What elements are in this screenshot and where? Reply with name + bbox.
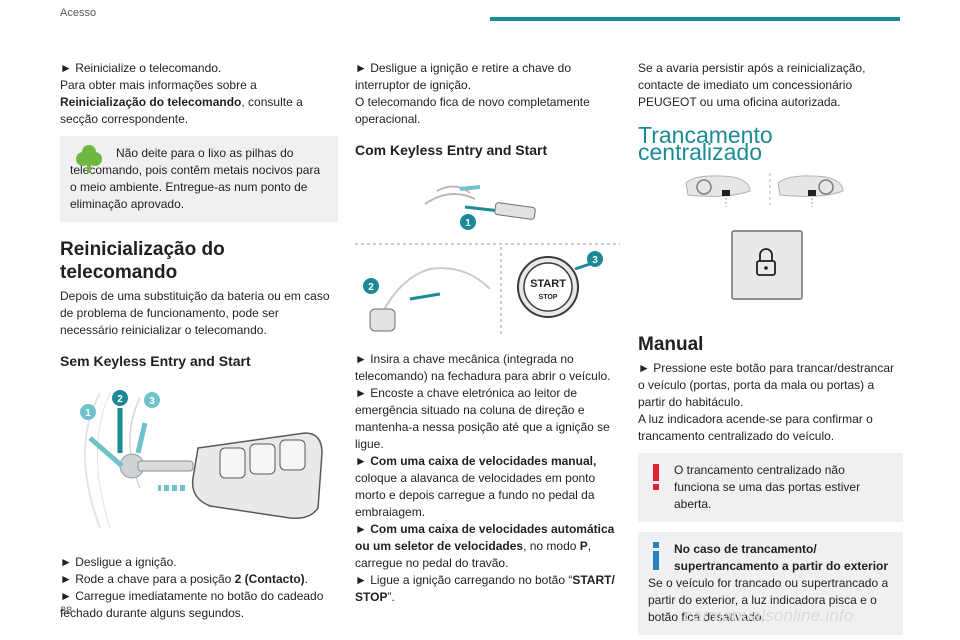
eco-note: Não deite para o lixo as pilhas do telec… xyxy=(60,136,338,222)
subsection-title: Sem Keyless Entry and Start xyxy=(60,353,251,369)
keyless-step-3: ► Com uma caixa de velocidades manual, c… xyxy=(355,454,597,519)
keyless-step-1: ► Insira a chave mecânica (integrada no … xyxy=(355,352,611,383)
keyless-start-illustration: 1 2 START STOP 3 xyxy=(355,185,620,337)
warning-note: O trancamento centralizado não funciona … xyxy=(638,453,903,522)
keyless-step-2: ► Encoste a chave eletrónica ao leitor d… xyxy=(355,386,610,451)
reset-step: ► Reinicialize o telecomando. xyxy=(60,61,222,75)
step-ignition-off: ► Desligue a ignição. xyxy=(60,555,177,569)
section-title: Reinicialização do telecomando xyxy=(60,239,225,283)
svg-text:3: 3 xyxy=(149,396,155,407)
column-middle: ► Desligue a ignição e retire a chave do… xyxy=(355,60,620,606)
svg-text:1: 1 xyxy=(85,408,91,419)
info-icon xyxy=(653,542,659,570)
remote-operational-text: O telecomando fica de novo completamente… xyxy=(355,95,590,126)
fault-persist-text: Se a avaria persistir após a reinicializ… xyxy=(638,61,866,109)
step-remove-key: ► Desligue a ignição e retire a chave do… xyxy=(355,61,571,92)
eco-note-text: Não deite para o lixo as pilhas do telec… xyxy=(70,146,321,211)
info-note: No caso de trancamento/ supertrancamento… xyxy=(638,532,903,635)
info-text: Se o veículo for trancado ou supertranca… xyxy=(648,576,889,624)
running-header: Acesso xyxy=(60,7,97,19)
svg-text:1: 1 xyxy=(465,218,471,229)
subsection-title-keyless: Com Keyless Entry and Start xyxy=(355,142,548,158)
keyless-step-5: ► Ligue a ignição carregando no botão “S… xyxy=(355,573,615,604)
watermark: carmanualsonline.info xyxy=(684,606,854,625)
key-ignition-illustration: 1 2 3 xyxy=(80,390,323,529)
start-button-label: START xyxy=(530,278,566,290)
manual-title: Manual xyxy=(638,334,704,355)
info-title: No caso de trancamento/ supertrancamento… xyxy=(674,542,889,573)
svg-text:3: 3 xyxy=(592,255,598,266)
warning-icon xyxy=(653,464,659,490)
manual-step-2: A luz indicadora acende-se para confirma… xyxy=(638,412,873,443)
section-text: Depois de uma substituição da bateria ou… xyxy=(60,289,330,337)
svg-text:2: 2 xyxy=(368,282,374,293)
page-number: 38 xyxy=(60,605,73,617)
dashboard-lock-illustration xyxy=(685,173,844,300)
header-accent-bar xyxy=(490,17,900,21)
manual-step-1: ► Pressione este botão para trancar/dest… xyxy=(638,361,895,409)
step-turn-key: ► Rode a chave para a posição 2 (Contact… xyxy=(60,572,308,586)
lock-icon xyxy=(756,248,776,276)
warning-text: O trancamento centralizado não funciona … xyxy=(674,463,861,511)
central-locking-title: Trancamento centralizado xyxy=(638,122,773,165)
column-left: ► Reinicialize o telecomando. Para obter… xyxy=(60,60,338,622)
column-right: Se a avaria persistir após a reinicializ… xyxy=(638,60,903,635)
stop-button-label: STOP xyxy=(539,294,558,301)
keyless-step-4: ► Com uma caixa de velocidades automátic… xyxy=(355,522,615,570)
svg-text:2: 2 xyxy=(117,394,123,405)
tree-icon xyxy=(76,145,102,173)
step-press-lock: ► Carregue imediatamente no botão do cad… xyxy=(60,589,324,620)
